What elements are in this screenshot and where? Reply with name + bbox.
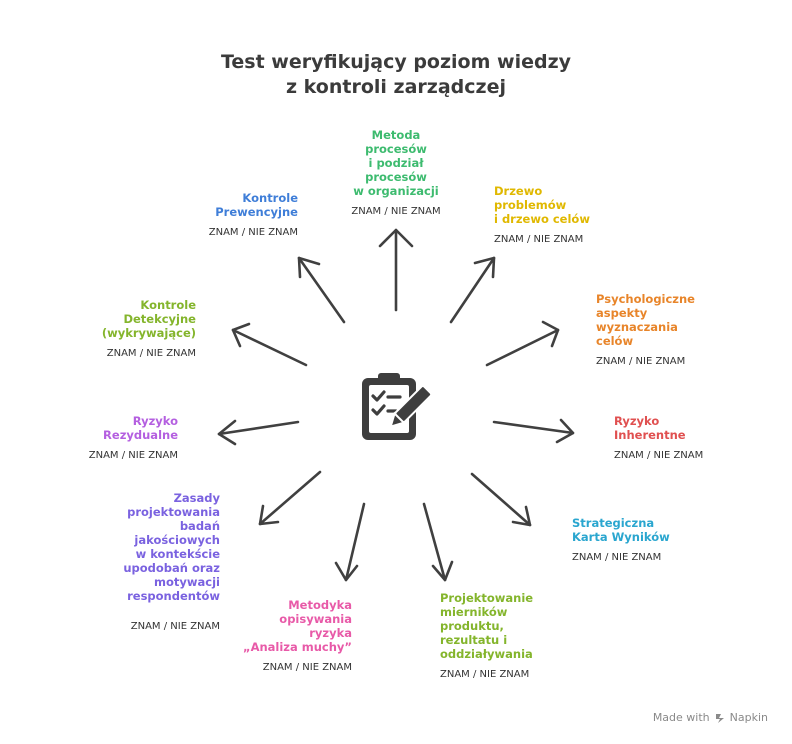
arrow-metoda-procesow [378,228,414,312]
title-line-1: Test weryfikujący poziom wiedzy [220,51,572,73]
answer-option: ZNAM / NIE ZNAM [572,552,662,563]
answer-option: ZNAM / NIE ZNAM [208,227,298,238]
node-drzewo-problemow: Drzewo problemów i drzewo celów ZNAM / N… [494,184,590,245]
arrow-ryzyko-rezydualne [217,419,300,446]
arrow-zasady-projektowania [258,470,322,526]
answer-option: ZNAM / NIE ZNAM [596,356,686,367]
made-with-text: Made with [652,711,710,724]
answer-option: ZNAM / NIE ZNAM [262,662,352,673]
node-kontrole-detekcyjne: Kontrole Detekcyjne (wykrywające) ZNAM /… [102,298,196,359]
answer-option: ZNAM / NIE ZNAM [88,450,178,461]
node-metodyka-analiza-muchy: Metodyka opisywania ryzyka „Analiza much… [243,598,352,673]
arrow-kontrole-prewencyjne [297,256,346,324]
node-label: Kontrole Prewencyjne [215,191,298,219]
node-kontrole-prewencyjne: Kontrole Prewencyjne ZNAM / NIE ZNAM [209,191,298,238]
node-projektowanie-miernikow: Projektowanie mierników produktu, rezult… [440,591,533,680]
node-label: Zasady projektowania badań jakościowych … [123,491,220,603]
node-ryzyko-inherentne: Ryzyko Inherentne ZNAM / NIE ZNAM [614,414,703,461]
arrow-ryzyko-inherentne [492,418,575,444]
napkin-logo-icon [715,713,724,723]
clipboard-checklist-icon [362,373,433,440]
node-label: Projektowanie mierników produktu, rezult… [440,591,534,661]
node-strategiczna-karta-wynikow: Strategiczna Karta Wyników ZNAM / NIE ZN… [572,516,670,563]
node-label: Drzewo problemów i drzewo celów [494,184,590,226]
arrow-strategiczna-karta [470,472,532,527]
answer-option: ZNAM / NIE ZNAM [614,450,704,461]
node-label: Psychologiczne aspekty wyznaczania celów [596,292,695,348]
answer-option: ZNAM / NIE ZNAM [440,669,530,680]
node-label: Ryzyko Inherentne [614,414,686,442]
arrow-psychologiczne-aspekty [485,320,560,367]
title-line-2: z kontroli zarządczej [286,76,506,98]
arrow-drzewo-problemow [449,256,496,324]
node-label: Ryzyko Rezydualne [103,414,178,442]
node-ryzyko-rezydualne: Ryzyko Rezydualne ZNAM / NIE ZNAM [89,414,178,461]
node-label: Metoda procesów i podział procesów w org… [353,128,439,198]
arrow-kontrole-detekcyjne [231,322,308,367]
answer-option: ZNAM / NIE ZNAM [494,234,584,245]
node-label: Kontrole Detekcyjne (wykrywające) [101,298,196,340]
arrow-metodyka-analiza [334,502,366,582]
made-with-napkin-footer: Made with Napkin [653,711,768,724]
answer-option: ZNAM / NIE ZNAM [106,348,196,359]
node-label: Strategiczna Karta Wyników [572,516,670,544]
answer-option: ZNAM / NIE ZNAM [130,621,220,632]
node-zasady-projektowania-badan: Zasady projektowania badań jakościowych … [123,491,220,632]
node-label: Metodyka opisywania ryzyka „Analiza much… [243,598,352,654]
diagram-title: Test weryfikujący poziom wiedzy z kontro… [0,50,792,100]
answer-option: ZNAM / NIE ZNAM [351,206,441,217]
node-psychologiczne-aspekty: Psychologiczne aspekty wyznaczania celów… [596,292,695,367]
napkin-brand-text: Napkin [729,711,768,724]
arrow-projektowanie-miernikow [422,502,454,582]
node-metoda-procesow: Metoda procesów i podział procesów w org… [336,128,456,217]
